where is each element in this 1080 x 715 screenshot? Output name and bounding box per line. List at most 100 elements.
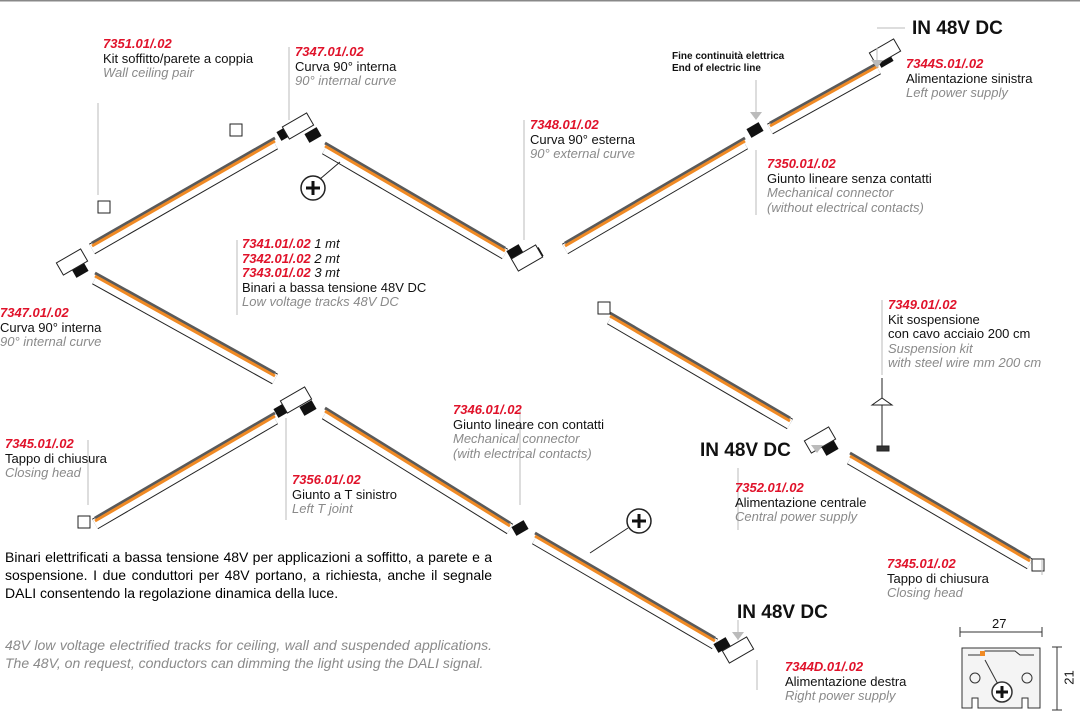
label-en: 90° internal curve: [0, 334, 102, 349]
label-curve-internal-left: 7347.01/.02 Curva 90° interna 90° intern…: [0, 305, 102, 350]
arrow-icons: [732, 60, 883, 640]
track-profile-section: [959, 627, 1062, 711]
label-t-joint: 7356.01/.02 Giunto a T sinistro Left T j…: [292, 472, 398, 517]
label-power-right: 7344D.01/.02 Alimentazione destra Right …: [785, 659, 907, 704]
label-it: Curva 90° interna: [295, 58, 397, 74]
product-code: 7347.01/.02: [0, 305, 69, 320]
label-it: Alimentazione centrale: [735, 494, 867, 510]
track-segment: [561, 136, 749, 255]
connector-icon: [511, 520, 529, 536]
product-code: 7356.01/.02: [292, 472, 361, 487]
label-curve-internal-top: 7347.01/.02 Curva 90° interna 90° intern…: [295, 44, 397, 89]
label-it: Fine continuità elettrica: [672, 51, 785, 62]
label-en: Low voltage tracks 48V DC: [242, 294, 399, 309]
product-code: 7344D.01/.02: [785, 659, 864, 674]
product-code: 7347.01/.02: [295, 44, 364, 59]
label-it: Tappo di chiusura: [887, 570, 989, 586]
label-it: Tappo di chiusura: [5, 450, 107, 466]
fitting-icon: [279, 386, 313, 414]
label-it: Curva 90° interna: [0, 319, 102, 335]
label-en: Mechanical connector: [453, 431, 580, 446]
connector-icon: [821, 440, 839, 456]
label-kit-ceiling: 7351.01/.02 Kit soffitto/parete a coppia…: [103, 36, 254, 81]
input-label-bottom: IN 48V DC: [737, 602, 828, 623]
leader-lines: [87, 27, 1043, 690]
track-length: 2 mt: [314, 250, 340, 266]
connector-icon: [746, 122, 764, 138]
label-en: Left power supply: [906, 85, 1008, 100]
label-it: Giunto lineare con contatti: [453, 416, 605, 432]
label-en: Central power supply: [735, 509, 858, 524]
product-code: 7343.01/.02: [242, 265, 311, 280]
track-segment: [321, 406, 514, 535]
label-it: Giunto lineare senza contatti: [767, 170, 932, 186]
label-en: 90° external curve: [530, 146, 635, 161]
track-segment: [92, 271, 278, 385]
label-it: con cavo acciaio 200 cm: [888, 326, 1031, 341]
label-curve-external: 7348.01/.02 Curva 90° esterna 90° extern…: [530, 117, 635, 162]
product-code: 7341.01/.02: [242, 236, 311, 251]
fitting-icon: [281, 112, 315, 140]
label-en: (without electrical contacts): [767, 199, 924, 215]
label-power-central: 7352.01/.02 Alimentazione centrale Centr…: [735, 480, 867, 525]
label-electrical-connector: 7346.01/.02 Giunto lineare con contatti …: [453, 402, 605, 461]
connector-icon: [304, 127, 322, 143]
label-en: (with electrical contacts): [453, 445, 592, 461]
connector-icon: [506, 244, 524, 260]
label-it: Giunto a T sinistro: [292, 486, 398, 502]
label-en: End of electric line: [672, 63, 761, 74]
description-italian: Binari elettrificati a bassa tensione 48…: [5, 549, 492, 601]
product-code: 7348.01/.02: [530, 117, 599, 132]
label-power-left: 7344S.01/.02 Alimentazione sinistra Left…: [906, 56, 1033, 101]
label-en: 90° internal curve: [295, 73, 397, 88]
bracket-icon: [97, 200, 111, 214]
product-code: 7351.01/.02: [103, 36, 172, 51]
fitting-icon: [721, 636, 755, 664]
track-segment: [767, 61, 881, 135]
track-segment: [89, 136, 278, 255]
profile-height: 21: [1061, 670, 1077, 685]
label-en: with steel wire mm 200 cm: [888, 355, 1042, 370]
label-en: Right power supply: [785, 688, 896, 703]
label-it: Binari a bassa tensione 48V DC: [242, 279, 427, 295]
input-label-middle: IN 48V DC: [700, 440, 791, 461]
product-code: 7342.01/.02: [242, 250, 311, 266]
fitting-icon: [55, 248, 89, 276]
label-en: Mechanical connector: [767, 185, 894, 200]
label-en: Closing head: [5, 465, 81, 480]
label-it: Alimentazione sinistra: [906, 70, 1033, 86]
label-it: Curva 90° esterna: [530, 131, 635, 147]
input-label-top: IN 48V DC: [912, 18, 1003, 39]
bracket-icon: [229, 123, 243, 137]
track-segment: [91, 411, 279, 530]
label-suspension-kit: 7349.01/.02 Kit sospensione con cavo acc…: [888, 297, 1042, 371]
label-it: Kit sospensione: [888, 311, 980, 327]
track-segment: [321, 141, 509, 260]
plus-icon: [589, 508, 652, 554]
product-code: 7345.01/.02: [5, 436, 74, 451]
description-english: 48V low voltage electrified tracks for c…: [5, 637, 492, 671]
plus-icon: [300, 161, 341, 201]
profile-width: 27: [992, 616, 1007, 631]
label-closing-left: 7345.01/.02 Tappo di chiusura Closing he…: [5, 436, 107, 481]
product-code: 7349.01/.02: [888, 297, 957, 312]
label-en: Left T joint: [292, 501, 353, 516]
label-end-of-line: Fine continuità elettrica End of electri…: [672, 51, 784, 75]
track-segment: [846, 451, 1034, 570]
bracket-icon: [77, 515, 91, 529]
connector-icon: [71, 262, 89, 278]
label-en: Wall ceiling pair: [103, 65, 194, 80]
label-en: Suspension kit: [888, 340, 973, 356]
label-mechanical-connector: 7350.01/.02 Giunto lineare senza contatt…: [767, 156, 932, 215]
product-code: 7350.01/.02: [767, 156, 836, 171]
label-it: Alimentazione destra: [785, 673, 907, 689]
track-length: 3 mt: [314, 265, 340, 280]
connector-icon: [299, 400, 317, 416]
label-it: Kit soffitto/parete a coppia: [103, 50, 254, 66]
bracket-icon: [597, 301, 611, 315]
product-code: 7346.01/.02: [453, 402, 522, 417]
track-segment: [531, 531, 719, 650]
product-code: 7352.01/.02: [735, 480, 804, 495]
product-code: 7345.01/.02: [887, 556, 956, 571]
